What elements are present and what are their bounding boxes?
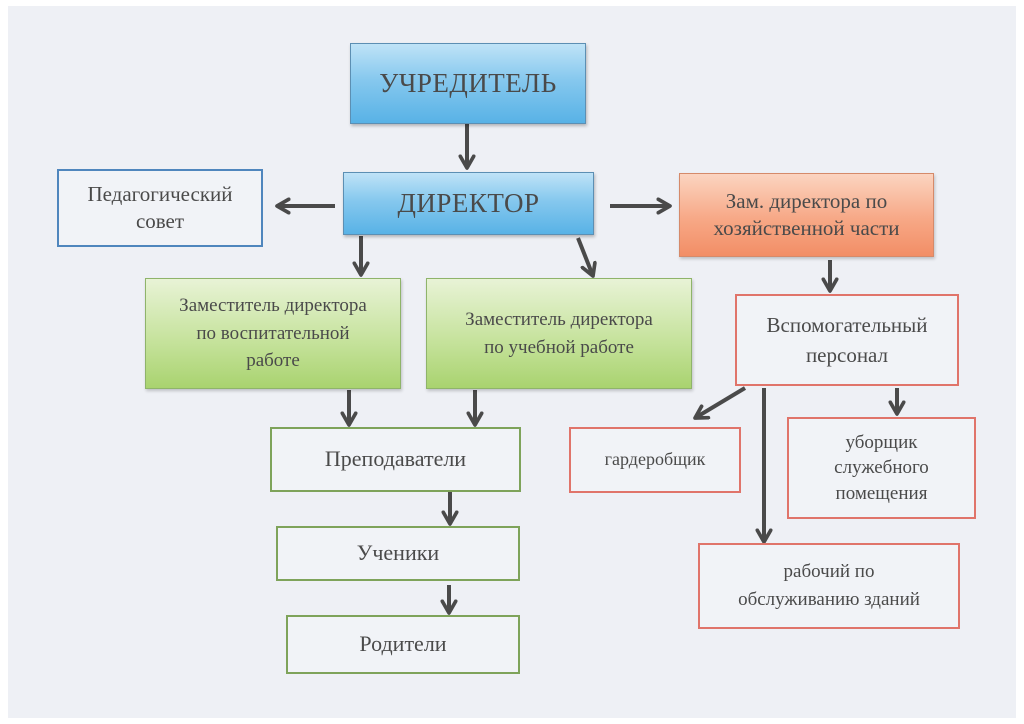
node-support-staff: Вспомогательный персонал (735, 294, 959, 386)
node-cloakroom-attendant: гардеробщик (569, 427, 741, 493)
node-founder-label: УЧРЕДИТЕЛЬ (379, 67, 557, 98)
node-office-cleaner-label: уборщик служебного помещения (834, 431, 929, 504)
node-deputy-academic: Заместитель директора по учебной работе (426, 278, 692, 389)
node-parents-label: Родители (359, 631, 447, 657)
node-building-worker-label: рабочий по обслуживанию зданий (738, 561, 920, 610)
node-support-staff-label: Вспомогательный персонал (766, 312, 928, 367)
node-teachers-label: Преподаватели (324, 446, 467, 472)
arrow-director-to-deputy-academic (576, 237, 593, 276)
node-director-label: ДИРЕКТОР (397, 187, 540, 218)
node-pedagogical-council: Педагогический совет (57, 169, 263, 247)
node-office-cleaner: уборщик служебного помещения (787, 417, 976, 519)
arrow-support-staff-to-cloakroom (695, 386, 747, 418)
node-cloakroom-attendant-label: гардеробщик (604, 449, 706, 470)
node-deputy-maintenance: Зам. директора по хозяйственной части (679, 173, 934, 257)
node-building-worker: рабочий по обслуживанию зданий (698, 543, 960, 629)
node-parents: Родители (286, 615, 520, 674)
node-deputy-academic-label: Заместитель директора по учебной работе (465, 308, 653, 358)
node-pedagogical-council-label: Педагогический совет (87, 181, 233, 233)
node-deputy-maintenance-label: Зам. директора по хозяйственной части (713, 188, 900, 240)
node-students-label: Ученики (356, 540, 440, 566)
node-director: ДИРЕКТОР (343, 172, 594, 235)
node-deputy-upbringing: Заместитель директора по воспитательной … (145, 278, 401, 389)
node-founder: УЧРЕДИТЕЛЬ (350, 43, 586, 124)
node-deputy-upbringing-label: Заместитель директора по воспитательной … (179, 295, 367, 372)
node-students: Ученики (276, 526, 520, 581)
node-teachers: Преподаватели (270, 427, 521, 492)
